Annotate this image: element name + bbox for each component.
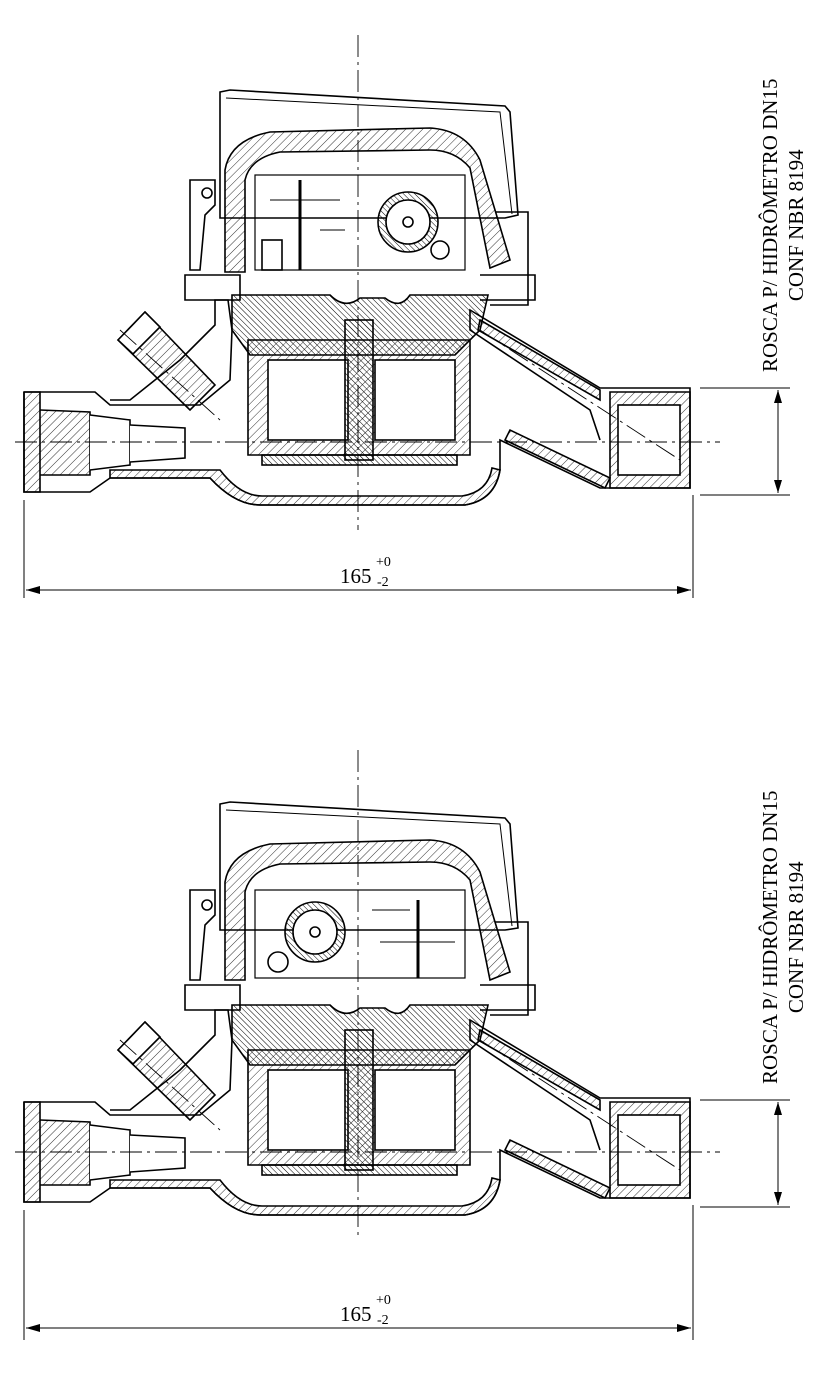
pinion-gear (267, 951, 289, 973)
thread-spec-line-1: ROSCA P/ HIDRÔMETRO DN15 (758, 78, 782, 372)
meter-drawing-lower (15, 750, 790, 1340)
dimension-tolerance-upper: +0 (376, 1293, 391, 1308)
meter-section-view-upper: 165 +0 -2 ROSCA P/ HIDRÔMETRO DN15 CONF … (0, 0, 817, 674)
thread-spec-line-2: CONF NBR 8194 (784, 149, 809, 302)
thread-spec-line-1: ROSCA P/ HIDRÔMETRO DN15 (758, 790, 782, 1084)
impeller-shaft (344, 319, 374, 461)
dimension-tolerance-lower: -2 (377, 1313, 389, 1328)
dimension-value-upper: 165 (340, 564, 372, 588)
dimension-tolerance-lower: -2 (377, 575, 389, 590)
thread-spec-label-upper: ROSCA P/ HIDRÔMETRO DN15 CONF NBR 8194 (757, 79, 810, 372)
meter-drawing-upper (15, 35, 790, 598)
register-box (254, 174, 466, 271)
pinion-gear (430, 240, 450, 260)
dimension-value-lower: 165 (340, 1302, 372, 1326)
meter-section-view-lower: 165 +0 -2 ROSCA P/ HIDRÔMETRO DN15 CONF … (0, 710, 817, 1384)
register-box (254, 889, 466, 979)
register-dome (224, 127, 511, 273)
thread-spec-line-2: CONF NBR 8194 (784, 861, 809, 1014)
left-lug (189, 179, 216, 271)
left-lug (189, 889, 216, 981)
cover-lid (219, 89, 519, 219)
cover-lid (219, 801, 519, 931)
register-dome (224, 839, 511, 982)
thread-spec-label-lower: ROSCA P/ HIDRÔMETRO DN15 CONF NBR 8194 (757, 791, 810, 1084)
impeller-shaft (344, 1029, 374, 1171)
dimension-tolerance-upper: +0 (376, 555, 391, 570)
